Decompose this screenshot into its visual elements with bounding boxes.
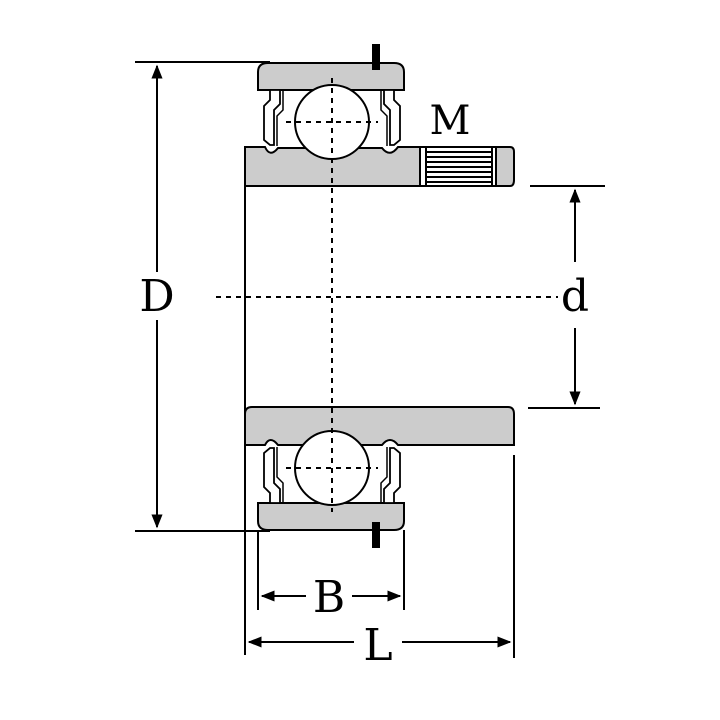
- lower-right-shield: [383, 447, 401, 504]
- label-outer-diameter: D: [139, 271, 174, 322]
- label-width: B: [313, 572, 345, 623]
- lower-outer-ring: [257, 502, 405, 531]
- upper-groove-marker: [372, 44, 380, 70]
- upper-outer-ring: [257, 62, 405, 91]
- lower-bearing-section: [244, 406, 515, 548]
- label-bore: d: [561, 271, 589, 322]
- upper-collar-end: [495, 146, 515, 187]
- upper-inner-ring: [244, 146, 421, 187]
- label-length: L: [363, 620, 392, 671]
- upper-bearing-section: [244, 44, 515, 187]
- lower-groove-marker: [372, 522, 380, 548]
- dimension-lines: [135, 61, 605, 658]
- lower-inner-ring: [244, 406, 515, 446]
- centerlines: [216, 78, 558, 512]
- set-screw-threads: [420, 146, 496, 187]
- upper-right-shield: [383, 89, 401, 146]
- upper-left-shield: [263, 89, 281, 146]
- lower-left-shield: [263, 447, 281, 504]
- label-set-screw: M: [430, 98, 471, 144]
